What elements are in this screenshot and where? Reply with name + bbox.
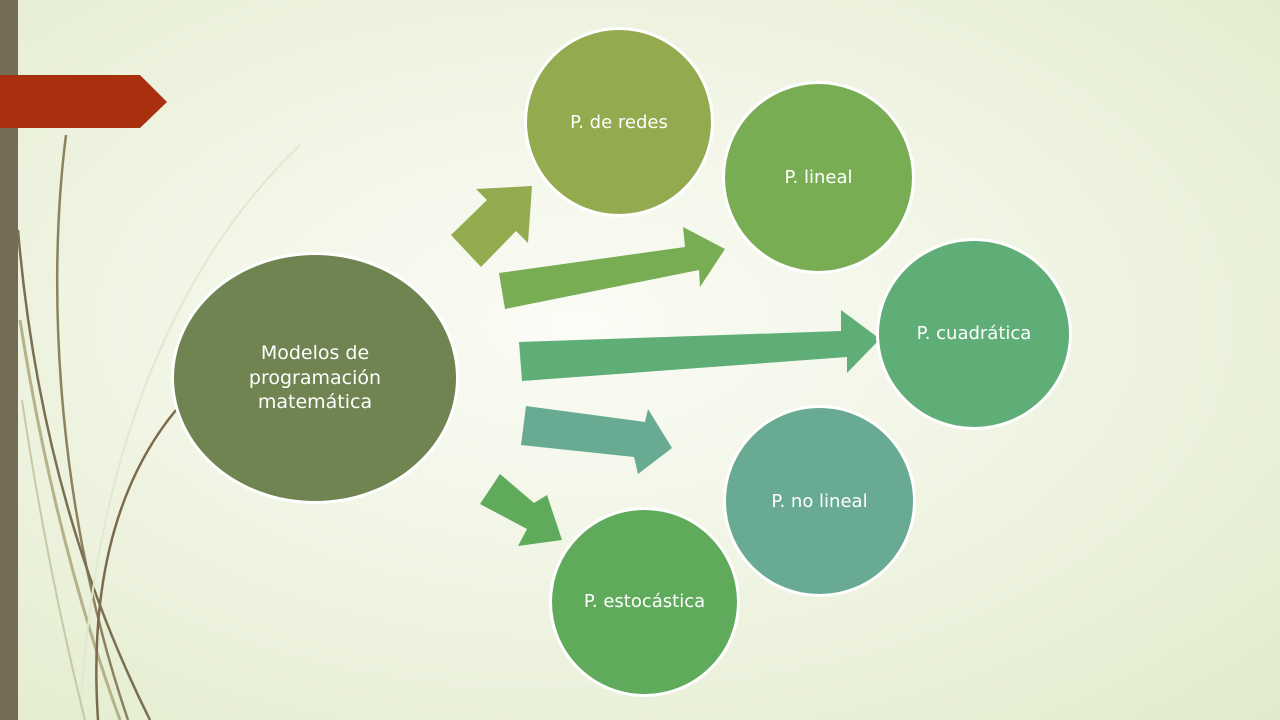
title-tag-shape <box>0 75 167 128</box>
node-lineal-label: P. lineal <box>784 167 853 188</box>
arrow-to-redes <box>451 186 532 267</box>
center-node-label: Modelos de programación matemática <box>248 341 382 414</box>
node-no-lineal: P. no lineal <box>723 405 916 597</box>
arrow-to-estocastica <box>480 474 562 546</box>
node-estocastica-label: P. estocástica <box>583 591 706 613</box>
arrow-to-lineal <box>499 227 725 309</box>
node-redes-label: P. de redes <box>570 111 668 133</box>
center-node: Modelos de programación matemática <box>171 252 459 504</box>
arrow-to-no-lineal <box>521 406 672 474</box>
node-no-lineal-label: P. no lineal <box>771 490 868 512</box>
decorative-grass-lines <box>16 134 301 720</box>
node-lineal: P. lineal <box>722 81 915 274</box>
arrow-to-cuadratica <box>519 310 880 381</box>
node-cuadratica-label: P. cuadrática <box>916 323 1032 345</box>
node-redes: P. de redes <box>524 27 714 217</box>
side-bar <box>0 0 18 720</box>
node-estocastica: P. estocástica <box>549 507 740 697</box>
node-cuadratica: P. cuadrática <box>876 238 1072 430</box>
